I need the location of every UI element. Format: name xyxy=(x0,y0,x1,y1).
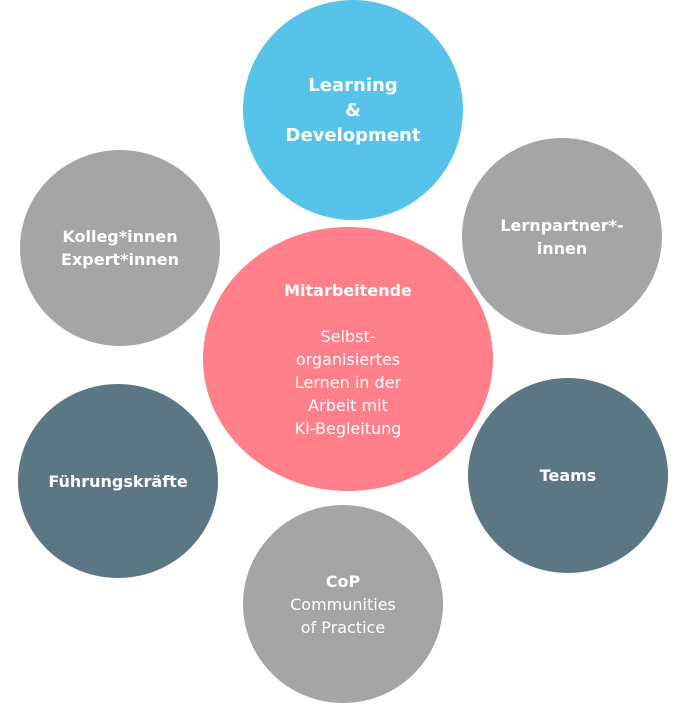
employees-center-ellipse: Mitarbeitende Selbst- organisiertes Lern… xyxy=(203,227,493,491)
node-label: Communities xyxy=(290,594,396,614)
center-text: Arbeit mit xyxy=(308,395,388,415)
node-label: & xyxy=(345,99,361,121)
node-label: Teams xyxy=(539,466,597,485)
center-text: Selbst- xyxy=(320,326,376,346)
cop-circle: CoP Communities of Practice xyxy=(243,505,443,703)
center-text: organisiertes xyxy=(295,349,401,369)
learning-partners-circle: Lernpartner*- innen xyxy=(462,138,662,335)
node-label: Development xyxy=(285,124,421,146)
node-label: Kolleg*innen xyxy=(62,227,178,246)
center-text: KI-Begleitung xyxy=(294,418,402,438)
center-text: Lernen in der xyxy=(294,372,402,392)
learning-development-circle: Learning & Development xyxy=(243,0,463,220)
node-label: innen xyxy=(536,238,588,258)
leaders-circle: Führungskräfte xyxy=(18,384,218,578)
center-title: Mitarbeitende xyxy=(284,280,412,300)
node-label: of Practice xyxy=(300,617,386,637)
node-label: CoP xyxy=(325,571,361,591)
node-label: Learning xyxy=(308,74,398,96)
node-label: Lernpartner*- xyxy=(500,215,624,235)
colleagues-circle: Kolleg*innen Expert*innen xyxy=(20,150,220,346)
teams-circle: Teams xyxy=(468,378,668,573)
node-label: Expert*innen xyxy=(61,250,179,269)
node-label: Führungskräfte xyxy=(48,471,188,491)
